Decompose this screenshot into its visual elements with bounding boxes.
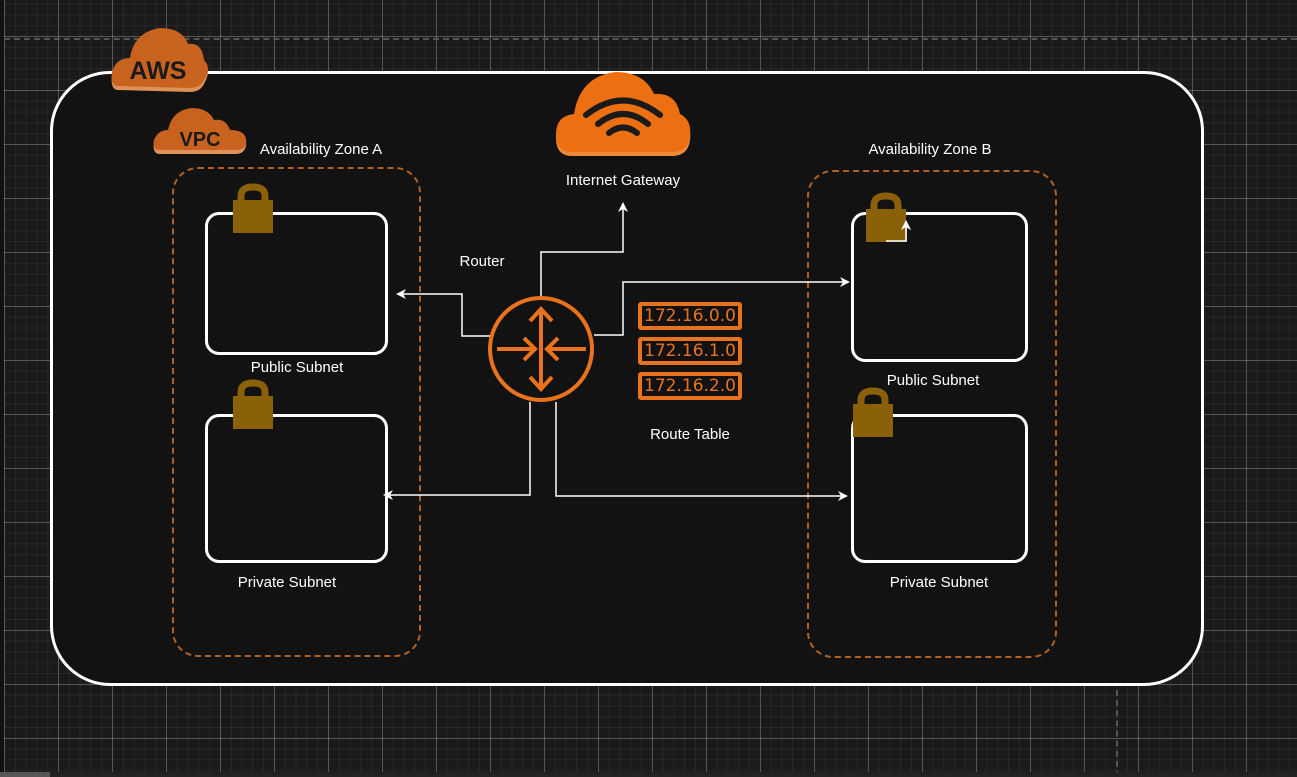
connector-router-to-zone-a-public[interactable] <box>396 289 490 337</box>
router-label: Router <box>459 253 505 270</box>
zone-b-public-subnet-label: Public Subnet <box>886 372 980 389</box>
route-table-entry[interactable]: 172.16.1.0 <box>638 337 742 365</box>
route-table-label: Route Table <box>650 426 730 443</box>
connector-router-to-gateway[interactable] <box>540 202 628 310</box>
canvas-left-edge <box>0 0 4 777</box>
scrollbar-thumb[interactable] <box>0 772 50 777</box>
connector-router-to-zone-b-public[interactable] <box>594 277 850 336</box>
route-table-entry[interactable]: 172.16.2.0 <box>638 372 742 400</box>
aws-cloud-container[interactable] <box>50 71 1204 686</box>
connector-router-to-zone-a-private[interactable] <box>383 402 531 500</box>
availability-zone-b-container[interactable] <box>807 170 1057 658</box>
aws-cloud-icon <box>111 28 208 92</box>
horizontal-scrollbar[interactable] <box>0 772 1297 777</box>
vpc-cloud-icon <box>153 108 247 154</box>
internet-gateway-label: Internet Gateway <box>565 172 681 189</box>
zone-b-title: Availability Zone B <box>868 141 992 158</box>
lock-icon <box>853 387 893 437</box>
zone-b-public-subnet[interactable] <box>851 212 1028 362</box>
aws-badge-label: AWS <box>130 57 187 85</box>
lock-icon <box>866 192 906 242</box>
route-table-entry[interactable]: 172.16.0.0 <box>638 302 742 330</box>
zone-a-public-subnet[interactable] <box>205 212 388 355</box>
zone-a-public-subnet-label: Public Subnet <box>250 359 344 376</box>
page-break-guide-vertical <box>1116 690 1118 777</box>
router-icon[interactable] <box>488 296 594 402</box>
zone-a-private-subnet[interactable] <box>205 414 388 563</box>
zone-a-private-subnet-label: Private Subnet <box>237 574 337 591</box>
lock-icon <box>233 379 273 429</box>
zone-b-private-subnet-label: Private Subnet <box>889 574 989 591</box>
zone-a-title: Availability Zone A <box>259 141 383 158</box>
page-break-guide-horizontal <box>4 38 1297 40</box>
zone-b-private-subnet[interactable] <box>851 414 1028 563</box>
availability-zone-a-container[interactable] <box>172 167 421 657</box>
connector-router-to-zone-b-private[interactable] <box>555 402 848 501</box>
vpc-badge-label: VPC <box>179 129 220 151</box>
lock-icon <box>233 183 273 233</box>
internet-gateway-icon[interactable] <box>556 72 691 156</box>
